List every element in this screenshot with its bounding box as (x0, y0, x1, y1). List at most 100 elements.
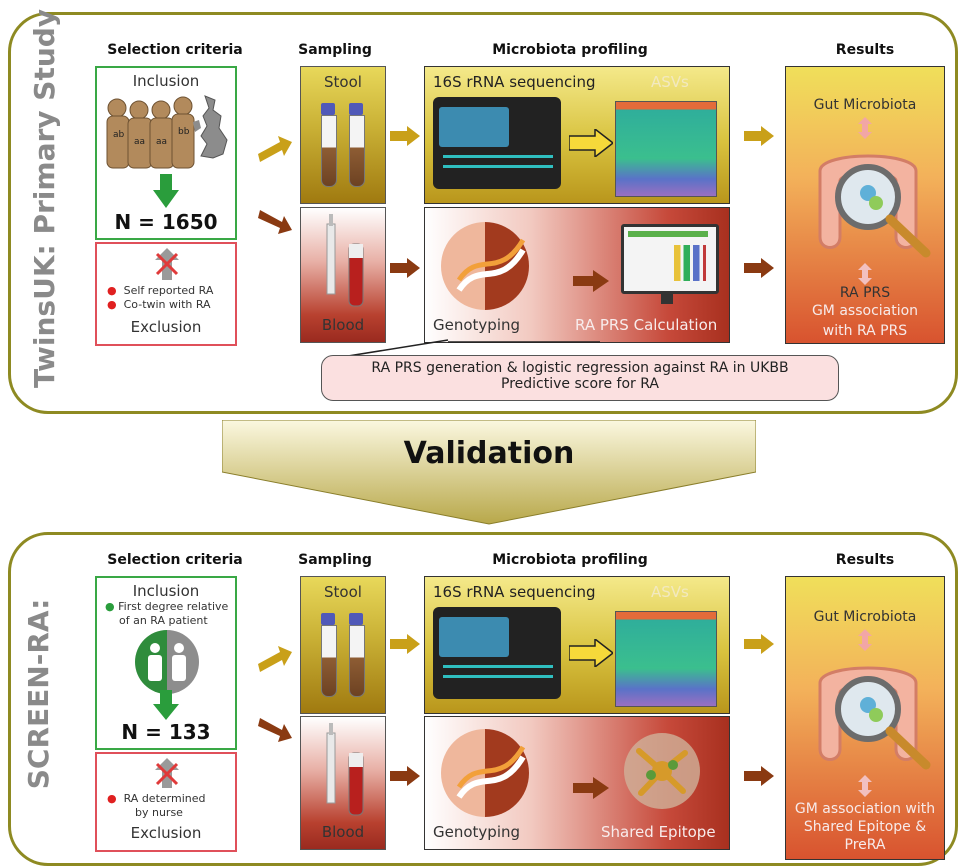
double-arrow-icon (858, 775, 872, 797)
col-microbiota-profiling: Microbiota profiling (492, 42, 648, 58)
dna-genotyping-icon (441, 222, 529, 310)
family-relative-icon (135, 630, 199, 694)
blood-label-bottom: Blood (321, 823, 365, 841)
asvs-label: ASVs (651, 73, 689, 91)
intestine-magnifier-icon (818, 666, 931, 770)
col-microbiota-profiling-bottom: Microbiota profiling (492, 552, 648, 568)
sequencing-box-bottom: 16S rRNA sequencing ASVs (424, 576, 730, 714)
stool-tube-icon (321, 625, 337, 697)
twins-illustration: ab aa aa bb (106, 95, 228, 169)
inclusion-item-line1-text: First degree relative (118, 600, 229, 613)
double-arrow-icon (858, 117, 872, 139)
genotyping-label-bottom: Genotyping (433, 823, 521, 841)
exclusion-item-bottom-line2: by nurse (135, 806, 183, 819)
result-assoc-line2: with RA PRS (822, 323, 908, 339)
result-assoc-bottom-line2: Shared Epitope & (803, 819, 927, 835)
arrow-sequencing-to-results (744, 126, 774, 146)
sequencer-line (443, 675, 553, 678)
blood-sample-box-bottom: Blood (300, 716, 386, 850)
arrow-stool-to-sequencing (390, 126, 420, 146)
inclusion-box-bottom: Inclusion ● First degree relative of an … (95, 576, 237, 750)
twin-label-1: ab (113, 130, 125, 140)
blocked-arrow-icon (155, 758, 179, 788)
exclusion-box-bottom: ● RA determined by nurse Exclusion (95, 752, 237, 852)
monitor-header (628, 231, 708, 237)
validation-label: Validation (403, 436, 575, 471)
sequencer-screen (439, 107, 509, 147)
stool-label: Stool (324, 73, 362, 91)
inclusion-item-line1: ● First degree relative (105, 600, 228, 613)
shared-epitope-molecule-icon (624, 733, 700, 809)
sequencer-screen (439, 617, 509, 657)
inclusion-item-line2: of an RA patient (119, 614, 208, 627)
n-count-top: N = 1650 (114, 210, 218, 234)
dna-genotyping-icon (441, 729, 529, 817)
result-gut-microbiota: Gut Microbiota (813, 97, 917, 113)
sequencer-line (443, 165, 553, 168)
stool-sample-box-bottom: Stool (300, 576, 386, 714)
col-results-bottom: Results (835, 552, 895, 568)
asv-stacked-plot (615, 101, 717, 197)
twin-label-3: aa (156, 137, 167, 147)
prs-note-line2: Predictive score for RA (501, 376, 659, 392)
red-bullet-icon: ● (107, 284, 117, 297)
sequencing-label: 16S rRNA sequencing (433, 73, 596, 91)
asv-stacked-plot (615, 611, 717, 707)
sequencer-icon (433, 97, 561, 189)
shared-epitope-label: Shared Epitope (601, 823, 716, 841)
col-sampling: Sampling (298, 42, 372, 58)
stool-sample-box: Stool (300, 66, 386, 204)
result-ra-prs: RA PRS (839, 285, 891, 301)
red-bullet-icon: ● (107, 298, 117, 311)
arrow-inclusion-to-stool-bottom (258, 646, 292, 672)
validation-arrow (222, 420, 756, 525)
tube-cap-icon (349, 613, 363, 625)
inclusion-label: Inclusion (132, 72, 200, 90)
exclusion-box: ● Self reported RA ● Co-twin with RA Exc… (95, 242, 237, 346)
arrow-inclusion-to-blood-bottom (258, 718, 292, 742)
prs-monitor-icon (621, 224, 719, 294)
genotyping-box: Genotyping RA PRS Calculation (424, 207, 730, 343)
blocked-arrow-icon (155, 248, 179, 280)
tube-cap-icon (321, 613, 335, 625)
stool-label-bottom: Stool (324, 583, 362, 601)
col-results: Results (835, 42, 895, 58)
blood-sample-box: Blood (300, 207, 386, 343)
pill-pointer-lines (347, 339, 600, 357)
red-bullet-icon: ● (107, 792, 117, 805)
exclusion-item-2: ● Co-twin with RA (107, 298, 211, 311)
sequencer-icon (433, 607, 561, 699)
primary-study-title: TwinsUK: Primary Study (28, 8, 61, 388)
sequencer-line (443, 665, 553, 668)
result-assoc-line1: GM association (811, 303, 919, 319)
screen-ra-title: SCREEN-RA: (22, 598, 55, 790)
monitor-bars (674, 245, 706, 281)
arrow-genotyping-to-results-bottom (744, 766, 774, 786)
sequencing-label-bottom: 16S rRNA sequencing (433, 583, 596, 601)
n-count-bottom: N = 133 (121, 720, 211, 744)
result-assoc-bottom-line3: PreRA (844, 837, 886, 853)
exclusion-item-1-text: Self reported RA (123, 284, 214, 297)
uk-map-icon (200, 95, 228, 159)
down-arrow-green-icon (153, 174, 179, 208)
intestine-magnifier-icon (818, 154, 931, 258)
twin-label-4: bb (178, 127, 190, 137)
monitor-stand (661, 292, 673, 304)
twin-label-2: aa (134, 137, 145, 147)
tube-cap-icon (349, 103, 363, 115)
sequencing-box: 16S rRNA sequencing ASVs (424, 66, 730, 204)
arrow-genotyping-to-results (744, 258, 774, 278)
blood-label: Blood (321, 316, 365, 334)
double-arrow-icon (858, 263, 872, 285)
exclusion-label: Exclusion (130, 318, 202, 336)
syringe-icon (326, 214, 364, 307)
arrow-blood-to-genotyping (390, 258, 420, 278)
syringe-icon (326, 723, 364, 816)
asvs-label-bottom: ASVs (651, 583, 689, 601)
double-arrow-icon (858, 629, 872, 651)
arrow-stool-to-sequencing-bottom (390, 634, 420, 654)
right-arrow-yellow-icon (569, 129, 613, 157)
right-arrow-yellow-icon (569, 639, 613, 667)
result-gut-microbiota-bottom: Gut Microbiota (813, 609, 917, 625)
prs-calculation-label: RA PRS Calculation (575, 316, 718, 334)
